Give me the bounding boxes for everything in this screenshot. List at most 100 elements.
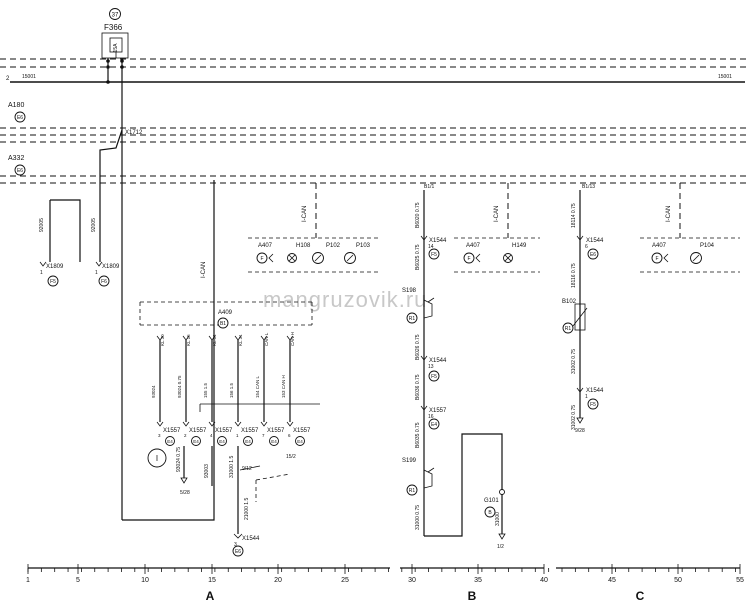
- g101-tag-text: B: [488, 510, 492, 516]
- x1544-c1-tag-text: E6: [590, 252, 596, 258]
- s199-tag: [406, 484, 418, 496]
- wire-label: 31000 1.5: [229, 456, 235, 478]
- connector-arrow: [420, 235, 428, 241]
- a409-pin-label: KL 15: [186, 334, 191, 346]
- connector-x1544-c1: X1544: [586, 238, 604, 244]
- scale-tick-label: 1: [26, 577, 30, 584]
- pin: 16: [428, 414, 434, 420]
- unit-a180: A180: [8, 102, 24, 109]
- ican-label-b: I-CAN: [494, 206, 500, 222]
- wire-label: 93024 0.75: [176, 447, 182, 472]
- x1544-c2-tag-text: F5: [590, 402, 596, 408]
- scale-tick-label: 55: [736, 577, 744, 584]
- pin: 1: [95, 270, 98, 276]
- pin: 1: [236, 433, 239, 438]
- x1557-tag-text: E4: [193, 439, 199, 444]
- connector-x1544-b2: X1544: [429, 358, 447, 364]
- pin: 1: [585, 394, 588, 400]
- wire-92005-a: [50, 199, 81, 262]
- ican-label-a: I-CAN: [302, 206, 308, 222]
- sensor-slash: [572, 307, 588, 327]
- gauge-needle: [346, 254, 354, 262]
- ground-node: [499, 489, 505, 495]
- connector-arrow: [208, 421, 216, 427]
- x1557-tag-text: E4: [271, 439, 277, 444]
- x1557-tag: [165, 436, 175, 446]
- scale-tick-label: 20: [274, 577, 282, 584]
- switch-s198: S198: [402, 288, 417, 294]
- connector-x1557: X1557: [267, 428, 285, 434]
- ican-label-a2: I-CAN: [201, 262, 207, 278]
- b102-tag: [562, 322, 574, 334]
- gauge-needle: [692, 254, 700, 262]
- wire-return-loop: [122, 180, 215, 521]
- scale-tick-label: 5: [76, 577, 80, 584]
- connector-arrow: [233, 533, 243, 539]
- ican-label-c: I-CAN: [666, 206, 672, 222]
- ground-g101: G101: [484, 498, 499, 504]
- wire-label: B6036 0.75: [415, 374, 421, 400]
- x1809b-tag: [98, 275, 110, 287]
- wire-label: 155 1.5: [203, 382, 208, 398]
- scale-ticks: [27, 564, 741, 574]
- fuse-box: [101, 32, 129, 59]
- wire-label: 93024: [151, 385, 156, 398]
- b102-tag-text: R1: [565, 326, 572, 332]
- wire-label: 21000 1.5: [244, 498, 250, 520]
- wire-x1712-x1809b: [99, 129, 123, 262]
- ref-15-2: 15/2: [286, 454, 296, 460]
- wire-label: 31000: [495, 512, 501, 526]
- a409-pin-label: KL 31: [238, 334, 243, 346]
- scale-tick-label: 10: [141, 577, 149, 584]
- wire-label: B6025 0.75: [415, 244, 421, 270]
- ref-pointer: [239, 465, 261, 471]
- connector-arrow: [234, 421, 242, 427]
- g101-tag: [484, 506, 496, 518]
- x1557-tag-text: E4: [219, 439, 225, 444]
- connector-x1809a: X1809: [46, 264, 64, 270]
- wire-label: 92005: [39, 218, 45, 232]
- wire-label: 18114 0.75: [571, 203, 577, 228]
- section-label-c: C: [636, 589, 645, 603]
- fuse-badge-number: 37: [112, 13, 119, 19]
- gauge-p104: P104: [700, 243, 715, 249]
- connector-x1557: X1557: [215, 428, 233, 434]
- scale-tick-label: 45: [608, 577, 616, 584]
- lamp-cross: [504, 254, 512, 262]
- ref-1-2: 1/2: [497, 544, 504, 550]
- gauge-p103: P103: [356, 243, 371, 249]
- x1557-tag: [295, 436, 305, 446]
- fuse-badge: [109, 8, 121, 20]
- a407-c-f: F: [655, 256, 658, 262]
- x1557-b-tag-text: E4: [431, 422, 437, 428]
- dashed-ref: [255, 473, 291, 481]
- wire-label: B6026 0.75: [415, 334, 421, 360]
- x1557-tag-text: E4: [167, 439, 173, 444]
- x1544-c1-tag: [587, 248, 599, 260]
- a407-b-f-tag: [463, 252, 475, 264]
- ref-arrow: [576, 417, 584, 424]
- module-a407-c: A407: [652, 243, 667, 249]
- x1557-b-tag: [428, 418, 440, 430]
- connector-circle-i-label: I: [156, 454, 158, 463]
- x1544-b1-tag: [428, 248, 440, 260]
- connector-arrow: [576, 387, 584, 393]
- lamp-h149: H149: [512, 243, 527, 249]
- scale-tick-label: 35: [474, 577, 482, 584]
- wire-label: 31002 0.75: [571, 405, 577, 430]
- pin: 6: [585, 244, 588, 250]
- scale-tick-label: 15: [208, 577, 216, 584]
- a407-f: F: [260, 256, 263, 262]
- a332-tag-text: E6: [17, 168, 23, 174]
- fuse-id: F366: [104, 23, 123, 32]
- wire-label: 93003: [204, 464, 210, 478]
- connector-x1557-b: X1557: [429, 408, 447, 414]
- gauge-p102: P102: [326, 243, 341, 249]
- bus-right-wire: 15001: [718, 74, 732, 80]
- a407-arrow: [268, 253, 274, 263]
- a409-tag: [217, 317, 229, 329]
- pin: 13: [428, 364, 434, 370]
